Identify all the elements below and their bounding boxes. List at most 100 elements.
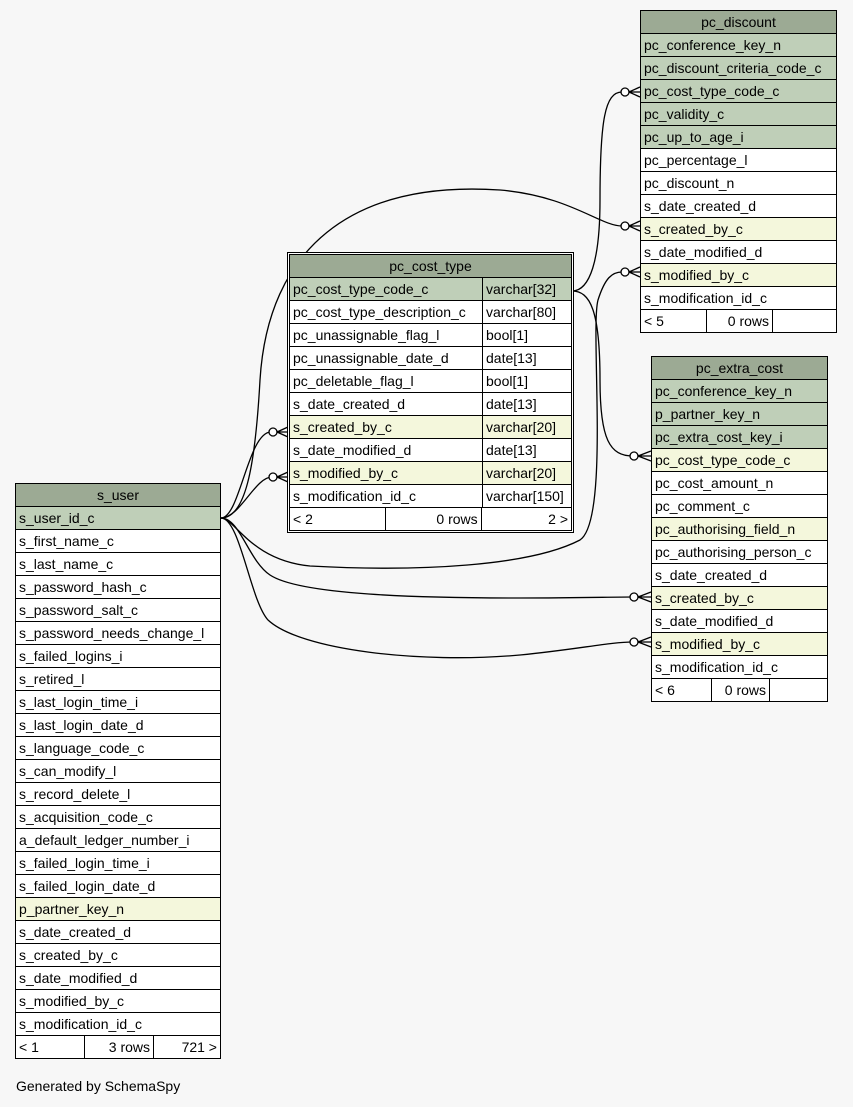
table-row[interactable]: pc_up_to_age_i	[641, 126, 836, 149]
table-row[interactable]: pc_percentage_l	[641, 149, 836, 172]
table-row[interactable]: a_default_ledger_number_i	[16, 829, 220, 852]
column-type: date[13]	[482, 347, 571, 369]
table-row[interactable]: s_password_hash_c	[16, 576, 220, 599]
column-name: s_failed_login_date_d	[19, 878, 156, 894]
table-row[interactable]: s_failed_login_time_i	[16, 852, 220, 875]
column-name: s_language_code_c	[19, 740, 145, 756]
table-row[interactable]: pc_conference_key_n	[641, 34, 836, 57]
table-row[interactable]: s_last_name_c	[16, 553, 220, 576]
table-row[interactable]: s_first_name_c	[16, 530, 220, 553]
edge-cost-type-to-discount	[571, 91, 623, 292]
column-name: pc_cost_type_description_c	[293, 304, 466, 320]
table-row[interactable]: s_date_modified_d	[652, 610, 827, 633]
column-name: s_modification_id_c	[293, 488, 416, 504]
crowfoot-marker	[637, 591, 652, 603]
parent-count[interactable]: < 2	[290, 508, 387, 530]
column-name: pc_discount_n	[644, 175, 735, 191]
table-row[interactable]: s_created_by_c	[641, 218, 836, 241]
table-row[interactable]: pc_extra_cost_key_i	[652, 426, 827, 449]
column-name: p_partner_key_n	[19, 901, 125, 917]
parent-count[interactable]: < 1	[16, 1036, 85, 1058]
table-row[interactable]: s_date_modified_d	[641, 241, 836, 264]
table-row[interactable]: pc_comment_c	[652, 495, 827, 518]
table-row[interactable]: pc_discount_n	[641, 172, 836, 195]
table-row[interactable]: s_last_login_date_d	[16, 714, 220, 737]
column-name: s_password_hash_c	[19, 579, 147, 595]
crowfoot-marker	[628, 86, 641, 98]
parent-count[interactable]: < 5	[641, 310, 707, 332]
child-count[interactable]	[773, 310, 836, 332]
column-name: s_created_by_c	[644, 221, 743, 237]
parent-count[interactable]: < 6	[652, 679, 712, 701]
table-row[interactable]: s_date_created_d	[641, 195, 836, 218]
table-row[interactable]: p_partner_key_n	[16, 898, 220, 921]
table-row[interactable]: pc_discount_criteria_code_c	[641, 57, 836, 80]
column-type: varchar[32]	[482, 278, 571, 300]
table-row[interactable]: s_modified_by_c	[16, 990, 220, 1013]
table-row[interactable]: s_failed_login_date_d	[16, 875, 220, 898]
column-name: pc_cost_amount_n	[655, 475, 774, 491]
child-count[interactable]: 2 >	[548, 511, 568, 527]
column-name: s_date_modified_d	[19, 970, 138, 986]
column-name: s_modification_id_c	[19, 1016, 142, 1032]
table-row[interactable]: s_acquisition_code_c	[16, 806, 220, 829]
column-name: s_user_id_c	[19, 510, 95, 526]
table-row[interactable]: s_can_modify_l	[16, 760, 220, 783]
child-count[interactable]	[770, 679, 827, 701]
child-count[interactable]: 721 >	[181, 1039, 217, 1055]
table-row[interactable]: pc_authorising_field_n	[652, 518, 827, 541]
table-title: pc_extra_cost	[652, 357, 827, 380]
column-name: s_failed_logins_i	[19, 648, 123, 664]
column-name: s_can_modify_l	[19, 763, 117, 779]
table-row[interactable]: pc_cost_type_code_c	[652, 449, 827, 472]
table-row[interactable]: s_date_modified_d	[16, 967, 220, 990]
table-row[interactable]: s_last_login_time_i	[16, 691, 220, 714]
column-name: s_modified_by_c	[644, 267, 750, 283]
table-row[interactable]: s_modification_id_c	[16, 1013, 220, 1036]
column-name: pc_cost_type_code_c	[644, 83, 780, 99]
table-row[interactable]: pc_authorising_person_c	[652, 541, 827, 564]
table-row[interactable]: s_date_created_d	[652, 564, 827, 587]
column-name: pc_authorising_field_n	[655, 521, 796, 537]
table-row[interactable]: s_modified_by_c	[652, 633, 827, 656]
edge-end-circle	[629, 637, 639, 647]
column-type: varchar[20]	[482, 416, 571, 438]
edge-user-to-cost-type-created	[220, 431, 272, 519]
table-row[interactable]: s_user_id_c	[16, 507, 220, 530]
column-name: s_failed_login_time_i	[19, 855, 150, 871]
table-row[interactable]: pc_cost_amount_n	[652, 472, 827, 495]
table-row[interactable]: pc_cost_type_code_c	[641, 80, 836, 103]
row-count: 0 rows	[707, 310, 773, 332]
table-row[interactable]: s_record_delete_l	[16, 783, 220, 806]
table-row[interactable]: s_failed_logins_i	[16, 645, 220, 668]
crowfoot-marker	[637, 450, 652, 462]
table-row[interactable]: s_password_needs_change_l	[16, 622, 220, 645]
table-row[interactable]: p_partner_key_n	[652, 403, 827, 426]
table-row[interactable]: s_language_code_c	[16, 737, 220, 760]
table-row[interactable]: s_modification_id_c	[641, 287, 836, 310]
table-row[interactable]: pc_validity_c	[641, 103, 836, 126]
column-name: p_partner_key_n	[655, 406, 761, 422]
table-row[interactable]: s_created_by_c	[652, 587, 827, 610]
table-row[interactable]: s_date_created_d	[16, 921, 220, 944]
table-row[interactable]: s_created_by_c	[16, 944, 220, 967]
table-row[interactable]: pc_conference_key_n	[652, 380, 827, 403]
table-row[interactable]: s_password_salt_c	[16, 599, 220, 622]
table-row[interactable]: s_modified_by_c	[641, 264, 836, 287]
table-row[interactable]: s_retired_l	[16, 668, 220, 691]
table-row[interactable]: s_modification_id_c	[652, 656, 827, 679]
